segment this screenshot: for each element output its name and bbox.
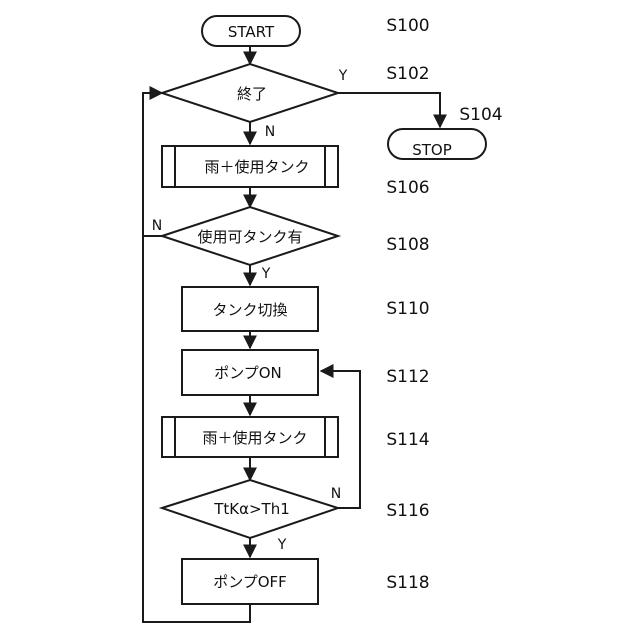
step-s116: S116 <box>386 501 429 521</box>
branch-s116-no: N <box>331 486 341 502</box>
process-s106-label: 雨＋使用タンク <box>204 158 309 176</box>
step-s112: S112 <box>386 367 429 387</box>
decision-s108-label: 使用可タンク有 <box>197 228 302 246</box>
step-s100: S100 <box>386 16 429 36</box>
start-label: START <box>228 23 275 41</box>
stop-label: STOP <box>412 141 452 159</box>
process-s110-label: タンク切換 <box>212 301 287 319</box>
branch-s102-no: N <box>265 124 275 140</box>
branch-s108-no: N <box>152 218 162 234</box>
arrow-s102-yes-to-stop <box>338 93 440 127</box>
branch-s102-yes: Y <box>338 68 348 84</box>
branch-s116-yes: Y <box>277 537 287 553</box>
process-s118-label: ポンプOFF <box>213 573 287 591</box>
decision-s102-label: 終了 <box>237 85 267 103</box>
step-s106: S106 <box>386 178 429 198</box>
process-s114-label: 雨＋使用タンク <box>202 429 307 447</box>
step-s118: S118 <box>386 573 429 593</box>
step-s114: S114 <box>386 430 429 450</box>
process-s112-label: ポンプON <box>214 364 282 382</box>
step-s104: S104 <box>459 105 502 125</box>
step-s102: S102 <box>386 64 429 84</box>
step-s108: S108 <box>386 235 429 255</box>
branch-s108-yes: Y <box>261 266 271 282</box>
step-s110: S110 <box>386 299 429 319</box>
decision-s116-label: TtKα>Th1 <box>213 500 290 518</box>
